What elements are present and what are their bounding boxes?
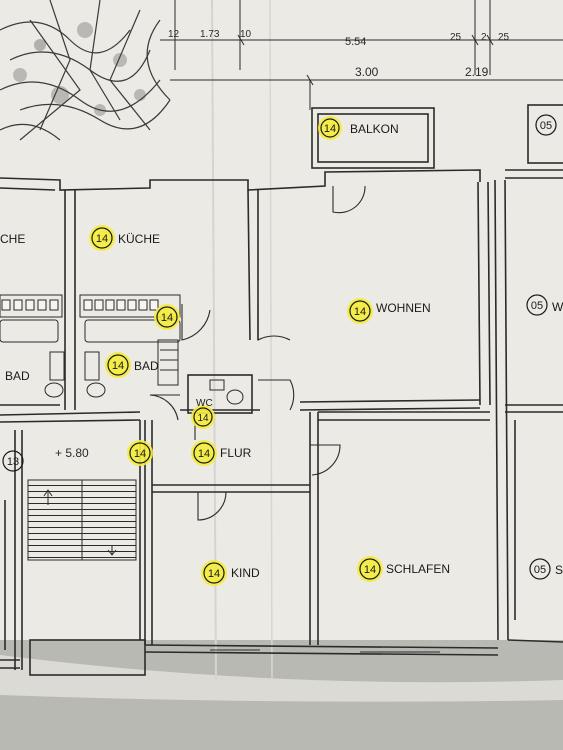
dim-2: 2	[481, 32, 487, 43]
tag-wohnen: 14	[347, 298, 373, 324]
tree-symbol	[0, 0, 171, 141]
tag-wc: 14	[191, 405, 215, 429]
tag-right-top-text: 05	[540, 120, 552, 132]
tag-balkon-text: 14	[324, 123, 336, 135]
tag-right-bot: 05	[529, 558, 551, 580]
tag-balkon: 14	[318, 116, 342, 140]
room-label-right-s: S	[555, 563, 563, 577]
walls	[0, 104, 563, 676]
dim-25-b: 25	[498, 32, 510, 43]
tag-right-bot-text: 05	[534, 564, 546, 576]
tag-right-mid-text: 05	[531, 300, 543, 312]
tag-bathtub-text: 14	[161, 312, 173, 324]
room-label-kind: KIND	[231, 566, 260, 580]
tag-kind: 14	[201, 560, 227, 586]
tag-right-top: 05	[535, 114, 557, 136]
paper-curl	[0, 655, 563, 702]
tag-kueche-text: 14	[96, 233, 108, 245]
room-label-kueche: KÜCHE	[118, 232, 160, 246]
dim-12: 12	[168, 29, 180, 40]
paper-sheet	[0, 0, 563, 690]
room-label-kueche-left: CHE	[0, 232, 25, 246]
level-marker: + 5.80	[55, 446, 89, 460]
tag-bad-text: 14	[112, 360, 124, 372]
room-label-schlafen: SCHLAFEN	[386, 562, 450, 576]
tag-flur-text: 14	[198, 448, 210, 460]
doors	[149, 185, 366, 521]
dim-5-54: 5.54	[345, 36, 366, 48]
room-label-flur: FLUR	[220, 446, 252, 460]
tag-schlafen: 14	[357, 556, 383, 582]
dim-2-19: 2.19	[465, 65, 489, 79]
room-label-bad: BAD	[134, 359, 159, 373]
dim-3-00: 3.00	[355, 65, 379, 79]
tag-right-mid: 05	[526, 294, 548, 316]
dim-1-73: 1.73	[200, 29, 220, 40]
dim-10: 10	[240, 29, 252, 40]
dimension-lines	[160, 0, 563, 110]
room-label-wohnen: WOHNEN	[376, 301, 431, 315]
room-label-balkon: BALKON	[350, 122, 399, 136]
tag-stair: 14	[127, 440, 153, 466]
tag-left-stair: 13	[2, 450, 24, 472]
room-label-bad-left: BAD	[5, 369, 30, 383]
tag-left-stair-text: 13	[7, 456, 19, 468]
tag-schlafen-text: 14	[364, 564, 376, 576]
dim-25-a: 25	[450, 32, 462, 43]
tag-wohnen-text: 14	[354, 306, 366, 318]
tag-kind-text: 14	[208, 568, 220, 580]
room-label-right-w: W	[552, 300, 563, 314]
fixtures	[0, 294, 244, 405]
unit-tags: 14 14 14 14 14 14 14	[2, 114, 557, 586]
tag-bad: 14	[105, 352, 131, 378]
tag-kueche: 14	[89, 225, 115, 251]
room-label-wc: WC	[196, 398, 213, 409]
tag-wc-text: 14	[197, 413, 209, 424]
tag-flur: 14	[191, 440, 217, 466]
tag-stair-text: 14	[134, 448, 146, 460]
tag-bathtub: 14	[154, 304, 180, 330]
